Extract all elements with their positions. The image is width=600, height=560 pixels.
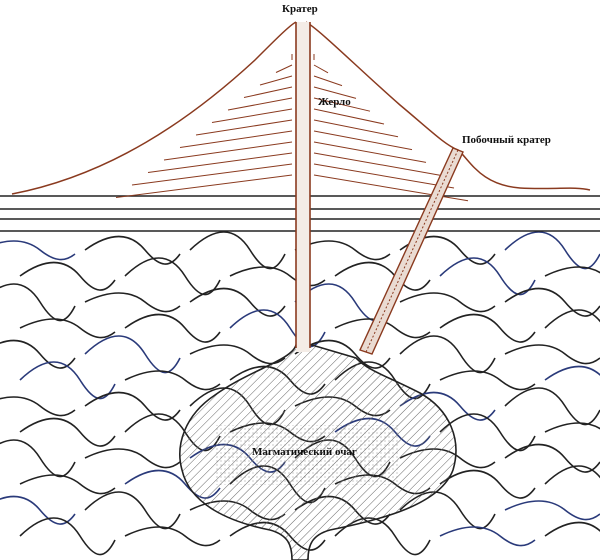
stratum-line	[544, 365, 600, 381]
stratum-line	[0, 339, 76, 369]
stratum-line	[399, 335, 496, 374]
stratum-line	[84, 491, 181, 530]
crater-label: Кратер	[282, 3, 318, 15]
stratum-line	[19, 517, 116, 556]
stratum-line	[124, 313, 221, 343]
stratum-line	[189, 231, 286, 270]
main-vent	[295, 22, 311, 352]
stratum-line	[19, 361, 116, 400]
stratum-line	[84, 292, 181, 313]
chamber-center	[215, 425, 400, 485]
stratum-line	[504, 500, 600, 521]
stratum-line	[19, 318, 116, 339]
stratum-line	[334, 318, 431, 339]
stratum-line	[19, 261, 116, 291]
stratum-line	[504, 231, 600, 270]
stratum-line	[19, 417, 116, 447]
stratum-line	[334, 261, 431, 291]
stratum-line	[544, 309, 600, 329]
stratum-line	[229, 266, 326, 287]
magma-chamber-label: Магматический очаг	[252, 446, 357, 458]
stratum-line	[294, 339, 391, 369]
stratum-line	[439, 257, 536, 296]
stratum-line	[84, 335, 181, 374]
stratum-line	[439, 469, 536, 499]
stratum-line	[124, 370, 221, 391]
stratum-line	[439, 313, 536, 343]
stratum-line	[84, 391, 181, 421]
stratum-line	[19, 474, 116, 495]
stratum-line	[189, 287, 286, 317]
stratum-line	[504, 287, 600, 317]
stratum-line	[544, 266, 600, 277]
stratum-line	[0, 283, 76, 322]
stratum-line	[439, 413, 536, 452]
stratum-line	[439, 370, 536, 391]
stratum-line	[439, 526, 536, 547]
stratum-line	[0, 439, 76, 478]
stratum-line	[544, 422, 600, 433]
stratum-line	[124, 257, 221, 296]
stratum-line	[84, 448, 181, 469]
stratum-line	[544, 521, 600, 537]
volcano-cone	[11, 21, 591, 202]
stratum-line	[0, 240, 76, 261]
stratum-line	[229, 309, 326, 348]
stratum-line	[124, 526, 221, 547]
stratum-line	[544, 465, 600, 485]
stratum-line	[0, 495, 76, 525]
side-vent	[359, 147, 464, 355]
stratum-line	[84, 235, 181, 265]
stratum-line	[189, 344, 286, 365]
stratum-line	[504, 387, 600, 426]
stratum-line	[0, 396, 76, 417]
side-crater-label: Побочный кратер	[462, 134, 551, 146]
stratum-line	[294, 240, 391, 261]
stratum-line	[399, 292, 496, 313]
stratum-line	[504, 443, 600, 473]
vent-label: Жерло	[318, 96, 351, 108]
stratum-line	[504, 344, 600, 365]
